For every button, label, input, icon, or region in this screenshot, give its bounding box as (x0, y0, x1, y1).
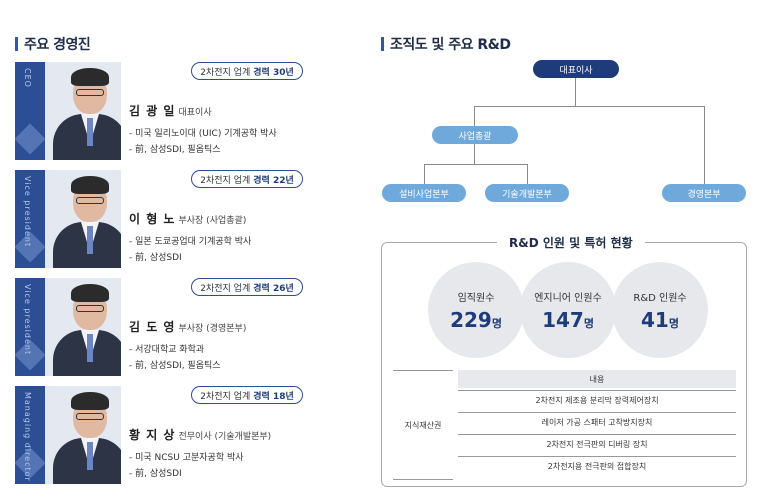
org-connector (575, 78, 576, 106)
org-node-management: 경영본부 (662, 184, 746, 202)
stat-circle: 엔지니어 인원수 147명 (520, 262, 616, 358)
portrait-glasses (76, 197, 104, 204)
decor-diamond (15, 123, 46, 155)
career-badge: 2차전지 업계 경력 22년 (191, 170, 303, 188)
table-category: 지식재산권 (393, 370, 453, 480)
stat-circle: 임직원수 229명 (428, 262, 524, 358)
executive-title: 대표이사 (178, 108, 212, 118)
decor-diamond (15, 231, 46, 263)
career-badge: 2차전지 업계 경력 30년 (191, 62, 303, 80)
org-node-equipment: 설비사업본부 (382, 184, 466, 202)
career-badge: 2차전지 업계 경력 26년 (191, 278, 303, 296)
table-row: 2차전지 전극판의 디버링 장치 (458, 434, 736, 454)
executive-title: 부사장 (경영본부) (178, 324, 247, 334)
executive-role-en: Managing director (23, 392, 32, 482)
portrait-hair (71, 68, 109, 86)
org-connector (424, 164, 528, 165)
table-row: 2차전지용 전극판의 접합장치 (458, 456, 736, 476)
stat-label: 엔지니어 인원수 (534, 292, 602, 304)
executive-title: 부사장 (사업총괄) (178, 216, 247, 226)
org-title: 조직도 및 주요 R&D (381, 34, 511, 54)
decor-diamond (15, 447, 46, 479)
executives-title: 주요 경영진 (15, 34, 91, 54)
executive-role-en: Vice president (23, 176, 32, 248)
portrait-glasses (76, 89, 104, 96)
decor-diamond (15, 339, 46, 371)
executive-bio-line: - 前, 삼성SDI, 필옵틱스 (129, 361, 221, 371)
executive-bio-line: - 前, 삼성SDI (129, 253, 182, 263)
executive-role-en: CEO (23, 68, 32, 88)
portrait-tie (87, 226, 93, 254)
org-connector (474, 144, 475, 164)
table-row: 2차전지 제조용 분리막 장력제어장치 (458, 390, 736, 410)
portrait-hair (71, 284, 109, 302)
portrait-tie (87, 118, 93, 146)
executive-photo: Vice president (15, 170, 121, 268)
org-connector (474, 106, 704, 107)
org-node-ceo: 대표이사 (533, 60, 619, 78)
career-badge: 2차전지 업계 경력 18년 (191, 386, 303, 404)
executive-bio-line: - 前, 삼성SDI (129, 469, 182, 479)
rnd-title: R&D 인원 및 특허 현황 (497, 234, 645, 251)
org-connector (424, 164, 425, 184)
portrait-tie (87, 442, 93, 470)
executive-photo: Managing director (15, 386, 121, 484)
portrait-hair (71, 176, 109, 194)
stat-circle: R&D 인원수 41명 (612, 262, 708, 358)
stat-value: 41명 (641, 307, 679, 332)
table-row: 레이저 가공 스패터 고착방지장치 (458, 412, 736, 432)
org-connector (704, 106, 705, 184)
stat-label: R&D 인원수 (633, 292, 687, 304)
executive-bio-line: - 미국 NCSU 고분자공학 박사 (129, 453, 244, 463)
table-header: 내용 (458, 370, 736, 388)
executive-bio-line: - 前, 삼성SDI, 필옵틱스 (129, 145, 221, 155)
executive-role-en: Vice president (23, 284, 32, 356)
portrait-hair (71, 392, 109, 410)
executive-title: 전무이사 (기술개발본부) (178, 432, 272, 442)
portrait-tie (87, 334, 93, 362)
org-connector (474, 106, 475, 126)
org-node-tech: 기술개발본부 (485, 184, 569, 202)
executive-photo: Vice president (15, 278, 121, 376)
stat-value: 229명 (450, 307, 502, 332)
stat-value: 147명 (542, 307, 594, 332)
portrait-glasses (76, 305, 104, 312)
executive-bio-line: - 미국 일리노이대 (UIC) 기계공학 박사 (129, 129, 277, 139)
title-bar (15, 37, 18, 51)
executive-bio-line: - 일본 도쿄공업대 기계공학 박사 (129, 237, 252, 247)
stat-label: 임직원수 (457, 292, 495, 304)
org-connector (527, 164, 528, 184)
executive-bio-line: - 서강대학교 화학과 (129, 345, 205, 355)
org-node-business: 사업총괄 (432, 126, 518, 144)
portrait-glasses (76, 413, 104, 420)
executive-photo: CEO (15, 62, 121, 160)
title-bar (381, 37, 384, 51)
